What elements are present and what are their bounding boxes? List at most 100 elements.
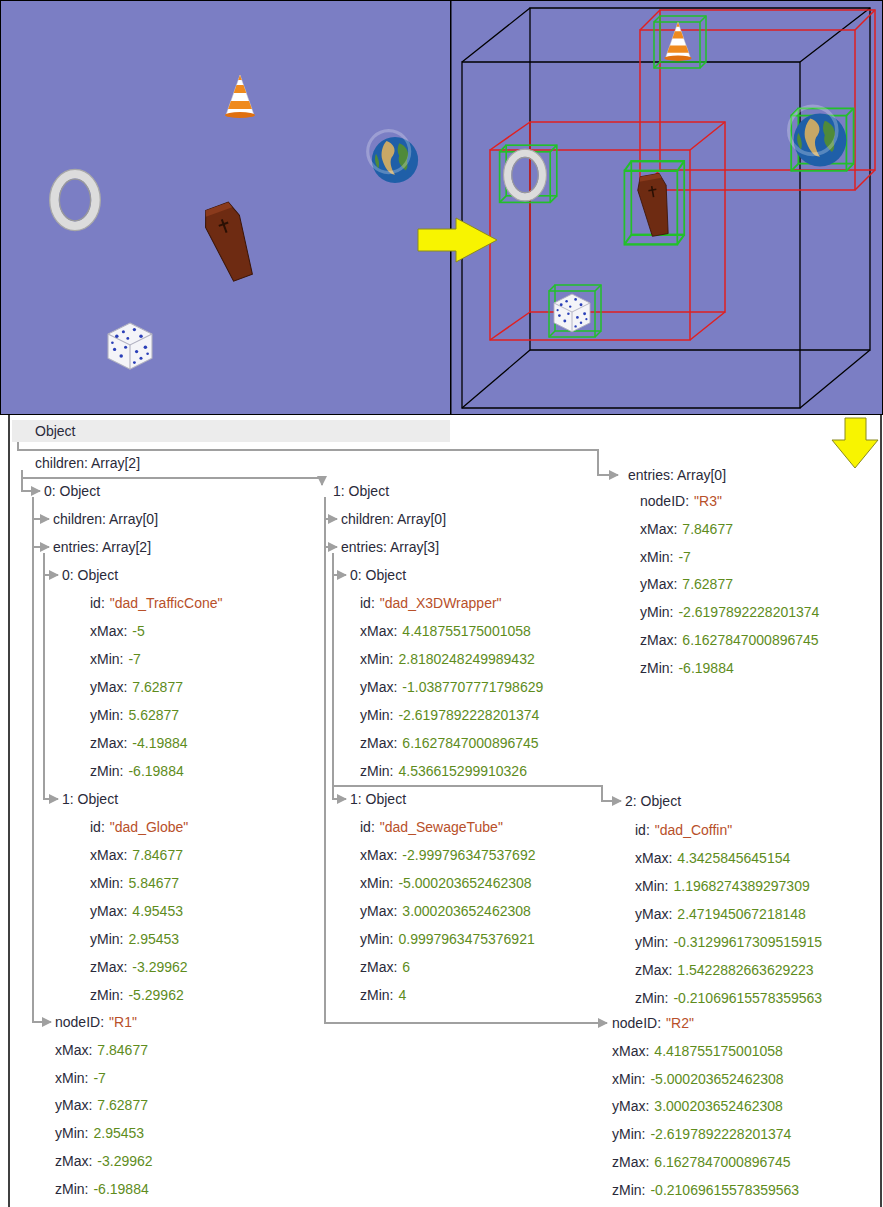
property-key: zMax:: [55, 1152, 92, 1170]
number-value: 6: [402, 958, 410, 976]
number-value: 4.418755175001058: [402, 622, 530, 640]
coffin: [200, 200, 260, 284]
number-value: 4.418755175001058: [654, 1042, 782, 1060]
property-key: zMax:: [90, 734, 127, 752]
number-value: 5.84677: [128, 874, 179, 892]
tree-entry: 2: Object: [625, 792, 681, 810]
property-key: xMin:: [612, 1070, 645, 1088]
header-row: Object: [12, 420, 450, 442]
number-value: -3.29962: [132, 958, 187, 976]
property-key: nodeID:: [55, 1013, 104, 1031]
number-value: -7: [128, 650, 140, 668]
number-value: 5.62877: [128, 706, 179, 724]
flow-arrow: [832, 418, 878, 468]
number-value: 7.84677: [132, 846, 183, 864]
property-key: xMax:: [360, 622, 397, 640]
property-key: yMax:: [55, 1096, 92, 1114]
number-value: -6.19884: [93, 1180, 148, 1198]
flow-arrow: [418, 218, 497, 262]
globe: [789, 106, 847, 166]
number-value: -7: [93, 1069, 105, 1087]
object-bounding-box: [549, 285, 601, 337]
property-key: zMin:: [90, 762, 123, 780]
property-key: yMin:: [360, 930, 393, 948]
number-value: 7.84677: [97, 1041, 148, 1059]
tree-entry: entries: Array[0]: [628, 466, 726, 484]
sewage-tube: [504, 149, 547, 201]
property-key: id:: [360, 818, 375, 836]
property-key: yMax:: [612, 1097, 649, 1115]
render-panel: [451, 1, 883, 415]
object-bounding-box: [654, 16, 706, 68]
traffic-cone: [225, 75, 255, 118]
object-bounding-box: [500, 145, 557, 202]
tree-entry: 1: Object: [333, 482, 389, 500]
property-key: yMax:: [635, 905, 672, 923]
property-key: yMax:: [640, 575, 677, 593]
property-key: zMin:: [635, 989, 668, 1007]
number-value: 7.84677: [682, 520, 733, 538]
property-key: id:: [360, 594, 375, 612]
tree-entry: children: Array[2]: [35, 454, 140, 472]
number-value: -5.29962: [128, 986, 183, 1004]
property-key: xMin:: [360, 650, 393, 668]
number-value: 4.536615299910326: [398, 762, 526, 780]
number-value: -7: [678, 548, 690, 566]
sewage-tube: [50, 169, 101, 230]
traffic-cone: [665, 22, 692, 61]
string-value: "dad_Globe": [110, 818, 188, 836]
string-value: "dad_Coffin": [655, 821, 732, 839]
panel-border: [880, 415, 882, 1207]
property-key: yMin:: [360, 706, 393, 724]
property-key: nodeID:: [640, 492, 689, 510]
number-value: -1.0387707771798629: [402, 678, 543, 696]
number-value: -0.21069615578359563: [650, 1181, 799, 1199]
property-key: zMax:: [360, 734, 397, 752]
property-key: id:: [90, 818, 105, 836]
property-key: zMax:: [612, 1153, 649, 1171]
property-key: zMax:: [360, 958, 397, 976]
property-key: nodeID:: [612, 1014, 661, 1032]
render-panel: [1, 1, 451, 415]
property-key: zMin:: [360, 762, 393, 780]
property-key: yMax:: [90, 902, 127, 920]
number-value: 2.8180248249989432: [398, 650, 534, 668]
tree-entry: entries: Array[2]: [53, 538, 151, 556]
number-value: 6.1627847000896745: [402, 734, 538, 752]
number-value: 7.62877: [682, 575, 733, 593]
number-value: -2.999796347537692: [402, 846, 535, 864]
number-value: 4: [398, 986, 406, 1004]
property-key: zMax:: [635, 961, 672, 979]
object-bounding-box: [624, 161, 684, 244]
property-key: xMax:: [635, 849, 672, 867]
number-value: -6.19884: [678, 659, 733, 677]
property-key: yMin:: [635, 933, 668, 951]
tree-entry: 0: Object: [350, 566, 406, 584]
number-value: 6.1627847000896745: [654, 1153, 790, 1171]
tree-entry: children: Array[0]: [341, 510, 446, 528]
string-value: "R2": [666, 1014, 694, 1032]
number-value: -2.6197892228201374: [650, 1125, 791, 1143]
number-value: 2.95453: [93, 1124, 144, 1142]
x3d-cube: [108, 323, 152, 369]
number-value: -4.19884: [132, 734, 187, 752]
number-value: 7.62877: [97, 1096, 148, 1114]
property-key: xMin:: [90, 874, 123, 892]
property-key: yMin:: [612, 1125, 645, 1143]
property-key: xMax:: [640, 520, 677, 538]
tree-entry: 0: Object: [62, 566, 118, 584]
property-key: xMin:: [90, 650, 123, 668]
object-header: Object: [12, 420, 450, 442]
region-box: [640, 10, 875, 190]
tree-entry: 0: Object: [44, 482, 100, 500]
property-key: zMin:: [90, 986, 123, 1004]
region-box: [490, 122, 725, 340]
number-value: -0.21069615578359563: [673, 989, 822, 1007]
property-key: zMin:: [640, 659, 673, 677]
root-bounding-box: [462, 8, 870, 408]
number-value: -2.6197892228201374: [398, 706, 539, 724]
panel-border: [8, 415, 10, 1207]
string-value: "dad_TrafficCone": [110, 594, 223, 612]
number-value: -6.19884: [128, 762, 183, 780]
